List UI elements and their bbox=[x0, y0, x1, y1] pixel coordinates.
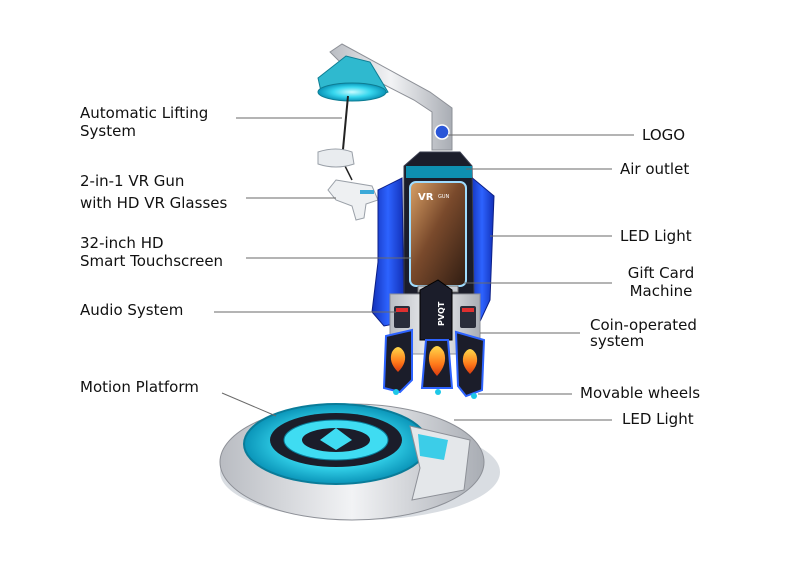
brand-panel bbox=[419, 279, 453, 341]
wheel-1 bbox=[393, 389, 399, 395]
label-line: Motion Platform bbox=[80, 378, 199, 396]
screen-vr-text: VR bbox=[418, 192, 434, 203]
label-touchscreen: 32-inch HD Smart Touchscreen bbox=[80, 234, 223, 270]
label-automatic-lifting: Automatic Lifting System bbox=[80, 104, 208, 140]
label-logo: LOGO bbox=[642, 126, 685, 144]
label-line: Gift Card bbox=[627, 264, 695, 282]
label-led-light-bottom: LED Light bbox=[622, 410, 694, 428]
label-line: system bbox=[590, 332, 645, 350]
label-line: Air outlet bbox=[620, 160, 690, 178]
label-line: 32-inch HD bbox=[80, 234, 164, 252]
air-outlet bbox=[406, 166, 472, 178]
wheel-3 bbox=[471, 393, 477, 399]
leader-lines bbox=[214, 117, 634, 421]
label-motion-platform: Motion Platform bbox=[80, 378, 199, 396]
cabinet-wing-left bbox=[371, 177, 405, 327]
label-line: with HD VR Glasses bbox=[80, 194, 228, 212]
vr-glasses bbox=[317, 148, 355, 168]
vr-gun bbox=[327, 179, 379, 221]
brand-text: PVQT bbox=[437, 301, 446, 326]
label-line: 2-in-1 VR Gun bbox=[80, 172, 185, 190]
label-air-outlet: Air outlet bbox=[620, 160, 689, 178]
label-line: Movable wheels bbox=[580, 384, 701, 402]
label-coin-operated: Coin-operated system bbox=[590, 316, 697, 350]
logo-badge bbox=[434, 124, 450, 140]
label-vr-gun: 2-in-1 VR Gun with HD VR Glasses bbox=[80, 172, 227, 212]
label-led-light-top: LED Light bbox=[620, 227, 692, 245]
label-line: LED Light bbox=[620, 227, 692, 245]
label-line: Smart Touchscreen bbox=[80, 252, 224, 270]
label-line: Audio System bbox=[80, 301, 184, 319]
label-line: System bbox=[80, 122, 136, 140]
label-line: Coin-operated bbox=[590, 316, 697, 334]
screen-sub-text: GUN bbox=[438, 194, 450, 200]
label-line: LED Light bbox=[622, 410, 694, 428]
label-audio-system: Audio System bbox=[80, 301, 183, 319]
wheel-2 bbox=[435, 389, 441, 395]
label-movable-wheels: Movable wheels bbox=[580, 384, 700, 402]
label-gift-card: Gift Card Machine bbox=[622, 264, 700, 300]
label-line: Machine bbox=[629, 282, 693, 300]
label-line: LOGO bbox=[642, 126, 686, 144]
label-line: Automatic Lifting bbox=[80, 104, 209, 122]
